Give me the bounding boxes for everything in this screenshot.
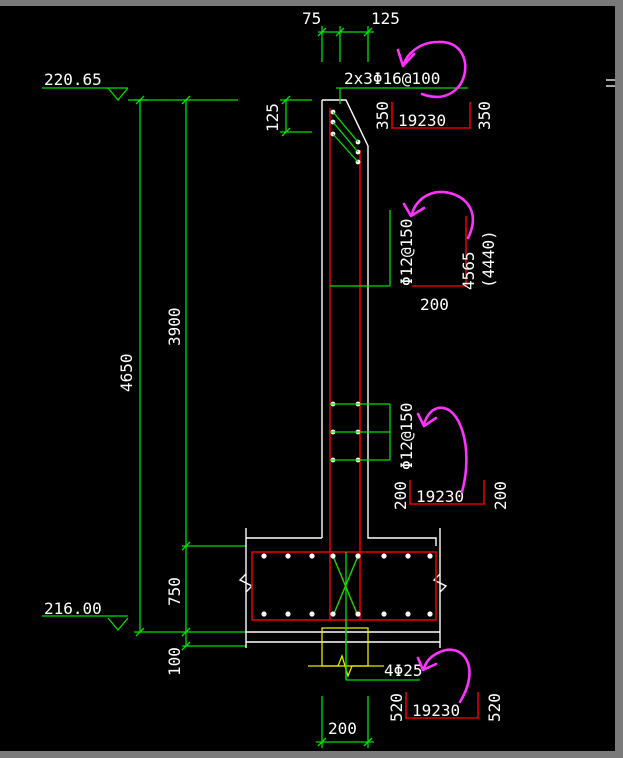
- elevation-marker-top: 220.65: [42, 70, 148, 102]
- pink-arrow-bottom: [422, 648, 471, 704]
- annotation-top-bars: 2x3Φ16@100 350 19230 350: [336, 40, 494, 130]
- bottom-length-label: 19230: [412, 701, 460, 720]
- rebar-dots: [261, 109, 433, 617]
- dimension-top-cover: 125: [263, 95, 312, 137]
- annotation-wall-bars: Φ12@150 4565 (4440) 200: [330, 190, 498, 314]
- rebar-base-cage: [251, 551, 437, 621]
- annotation-bottom-bars: 4Φ25 520 19230 520: [308, 620, 504, 722]
- top-spacing-1-label: 75: [302, 9, 321, 28]
- top-bar-ties: [332, 111, 359, 163]
- dimension-top-spacing: 75 125: [302, 9, 400, 62]
- top-hook-right-label: 350: [475, 101, 494, 130]
- bottom-hook-left-label: 520: [387, 693, 406, 722]
- elevation-marker-bottom: 216.00: [42, 599, 129, 632]
- bottom-bars-label: 4Φ25: [384, 661, 423, 680]
- window-right-frame: [615, 0, 623, 758]
- top-hook-left-label: 350: [373, 101, 392, 130]
- window-bottom-frame: [0, 751, 623, 758]
- base-height-label: 750: [165, 577, 184, 606]
- offscreen-marker: [606, 79, 615, 87]
- wall-bar-length-label: 4565: [459, 251, 478, 290]
- window-top-frame: [0, 0, 623, 6]
- wall-bars-label: Φ12@150: [397, 219, 416, 286]
- wall-bar-length-alt-label: (4440): [479, 230, 498, 288]
- concrete-outline: [238, 99, 448, 648]
- pink-arrow-top: [402, 40, 467, 98]
- bottom-width-label: 200: [328, 719, 357, 738]
- elevation-bottom-label: 216.00: [44, 599, 102, 618]
- bottom-hook-right-label: 520: [485, 693, 504, 722]
- wall-height-label: 3900: [165, 307, 184, 346]
- total-height-label: 4650: [117, 353, 136, 392]
- top-cover-label: 125: [263, 103, 282, 132]
- cushion-label: 100: [165, 647, 184, 676]
- annotation-mid-bars: Φ12@150 200 19230 200: [330, 403, 510, 510]
- rebar-wall: [329, 108, 361, 552]
- dimension-total-height: 4650: [117, 95, 246, 637]
- pink-arrow-wall-head: [402, 202, 426, 218]
- cad-drawing: 220.65 216.00 4650 3900 750 100: [42, 9, 615, 748]
- top-spacing-2-label: 125: [371, 9, 400, 28]
- pink-arrow-mid: [422, 406, 468, 494]
- pink-arrow-top-head: [396, 48, 416, 68]
- mid-hook-left-label: 200: [391, 481, 410, 510]
- wall-bar-hook-label: 200: [420, 295, 449, 314]
- dimension-wall-height: 3900 750 100: [165, 95, 246, 676]
- mid-bars-label: Φ12@150: [397, 403, 416, 470]
- top-length-label: 19230: [398, 111, 446, 130]
- pink-arrow-mid-head: [416, 412, 438, 428]
- top-bars-label: 2x3Φ16@100: [344, 69, 440, 88]
- elevation-top-label: 220.65: [44, 70, 102, 89]
- dimension-bottom-width: 200: [316, 696, 374, 748]
- pink-arrow-wall: [410, 190, 475, 240]
- pink-arrow-bottom-head: [416, 656, 438, 672]
- mid-length-label: 19230: [416, 487, 464, 506]
- mid-hook-right-label: 200: [491, 481, 510, 510]
